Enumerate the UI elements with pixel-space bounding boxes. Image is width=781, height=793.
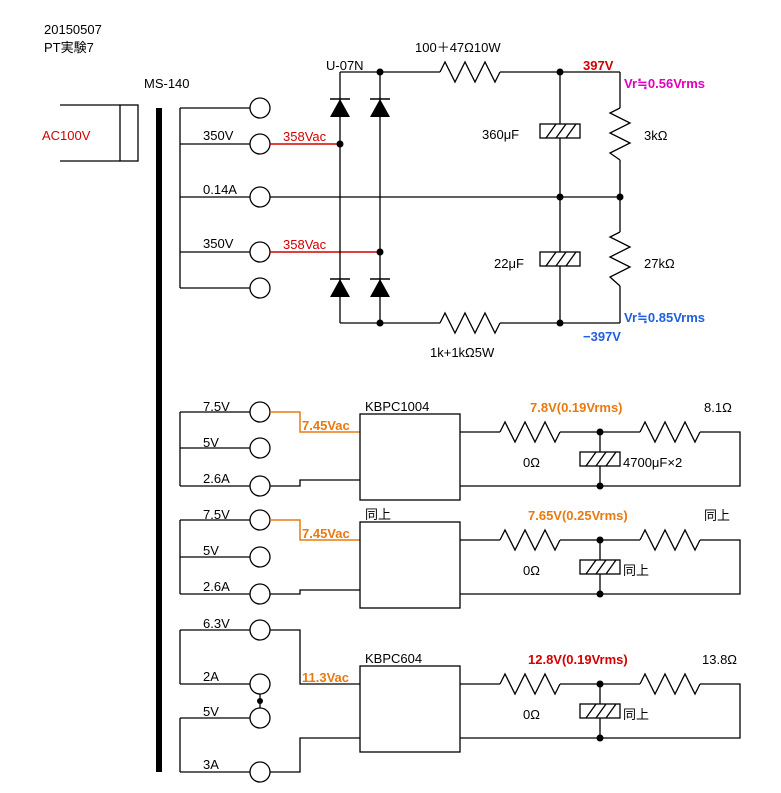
resistor-icon — [499, 420, 561, 444]
resistor-icon — [608, 107, 632, 161]
capacitor-icon — [579, 451, 621, 467]
transformer-core — [156, 108, 162, 772]
hv-taps: 350V 0.14A 350V — [179, 97, 271, 299]
hv-bottom-resistor-label: 1k+1kΩ5W — [430, 345, 495, 360]
lv-terminal — [249, 401, 271, 423]
lv-terminal — [249, 546, 271, 568]
lv-tap-label: 2.6A — [203, 471, 230, 486]
primary-winding-box — [119, 104, 139, 162]
hv-vac-label: 358Vac — [283, 129, 327, 144]
capacitor-label: 22μF — [494, 256, 524, 271]
lv-output-voltage: 7.8V(0.19Vrms) — [530, 400, 623, 415]
capacitor-icon — [539, 251, 581, 267]
lv-terminal — [249, 707, 271, 729]
hv-terminal — [249, 186, 271, 208]
load-resistor-label: 3kΩ — [644, 128, 668, 143]
bridge-rectifier-box — [359, 521, 461, 609]
resistor-icon — [439, 311, 501, 335]
resistor-icon — [639, 420, 701, 444]
lv-tap-label: 5V — [203, 435, 219, 450]
lv-terminal — [249, 475, 271, 497]
capacitor-label: 360μF — [482, 127, 519, 142]
ac-input-label: AC100V — [42, 128, 91, 143]
series-resistor-label: 0Ω — [523, 563, 540, 578]
experiment-title: PT実験7 — [44, 40, 94, 55]
rectifier-label: U-07N — [326, 58, 364, 73]
resistor-icon — [608, 231, 632, 287]
diode-icon — [330, 99, 350, 117]
load-resistor-label: 13.8Ω — [702, 652, 737, 667]
lv-terminal — [249, 509, 271, 531]
lv-tap-label: 7.5V — [203, 507, 230, 522]
bridge-rectifier-label: 同上 — [365, 507, 391, 522]
resistor-icon — [499, 528, 561, 552]
resistor-icon — [639, 528, 701, 552]
resistor-icon — [499, 672, 561, 696]
hv-ripple-negative: Vr≒0.85Vrms — [624, 310, 705, 325]
series-resistor-label: 0Ω — [523, 707, 540, 722]
capacitor-label: 同上 — [623, 707, 649, 722]
capacitor-icon — [579, 703, 621, 719]
lv-terminal — [249, 583, 271, 605]
lv-terminal — [249, 761, 271, 783]
lv-tap-label: 6.3V — [203, 616, 230, 631]
hv-terminal — [249, 277, 271, 299]
capacitor-icon — [539, 123, 581, 139]
ac-input: AC100V — [42, 104, 139, 162]
lv-terminal — [249, 619, 271, 641]
lv-tap-label: 5V — [203, 704, 219, 719]
lv-output-voltage: 12.8V(0.19Vrms) — [528, 652, 628, 667]
bridge-rectifier-label: KBPC1004 — [365, 399, 429, 414]
lv-section-2: 7.5V 5V 2.6A 7.45Vac 同上 7.65V(0.25Vrms) … — [179, 507, 741, 609]
capacitor-label: 同上 — [623, 563, 649, 578]
lv-section-3: 6.3V 2A 5V 3A 11.3Vac KBPC604 12.8V(0.19… — [179, 616, 741, 783]
lv-terminal — [249, 437, 271, 459]
lv-tap-label: 2A — [203, 669, 219, 684]
lv-section-1: 7.5V 5V 2.6A 7.45Vac KBPC1004 7.8V(0.19V… — [179, 399, 741, 501]
hv-terminal — [249, 133, 271, 155]
diode-icon — [370, 99, 390, 117]
capacitor-icon — [579, 559, 621, 575]
transformer-name: MS-140 — [144, 76, 190, 91]
lv-tap-label: 3A — [203, 757, 219, 772]
load-resistor-label: 8.1Ω — [704, 400, 732, 415]
capacitor-label: 4700μF×2 — [623, 455, 682, 470]
hv-terminal — [249, 241, 271, 263]
lv-tap-label: 2.6A — [203, 579, 230, 594]
diode-icon — [370, 279, 390, 297]
hv-tap-label: 350V — [203, 236, 234, 251]
lv-vac-label: 7.45Vac — [302, 526, 350, 541]
hv-vac-label: 358Vac — [283, 237, 327, 252]
resistor-icon — [439, 60, 501, 84]
lv-terminal — [249, 673, 271, 695]
hv-tap-label: 0.14A — [203, 182, 237, 197]
hv-ripple-positive: Vr≒0.56Vrms — [624, 76, 705, 91]
bridge-rectifier-label: KBPC604 — [365, 651, 422, 666]
hv-negative-voltage: −397V — [583, 329, 621, 344]
hv-positive-voltage: 397V — [583, 58, 614, 73]
hv-top-resistor-label: 100＋47Ω10W — [415, 40, 501, 55]
diode-icon — [330, 279, 350, 297]
hv-diode-bridge: U-07N — [326, 58, 390, 327]
bridge-rectifier-box — [359, 413, 461, 501]
resistor-icon — [639, 672, 701, 696]
lv-tap-label: 5V — [203, 543, 219, 558]
bridge-rectifier-box — [359, 665, 461, 753]
series-resistor-label: 0Ω — [523, 455, 540, 470]
lv-vac-label: 11.3Vac — [302, 670, 349, 685]
hv-terminal — [249, 97, 271, 119]
hv-tap-label: 350V — [203, 128, 234, 143]
lv-vac-label: 7.45Vac — [302, 418, 350, 433]
load-resistor-label: 27kΩ — [644, 256, 675, 271]
lv-tap-label: 7.5V — [203, 399, 230, 414]
lv-output-voltage: 7.65V(0.25Vrms) — [528, 508, 628, 523]
load-resistor-label: 同上 — [704, 508, 730, 523]
date-label: 20150507 — [44, 22, 102, 37]
